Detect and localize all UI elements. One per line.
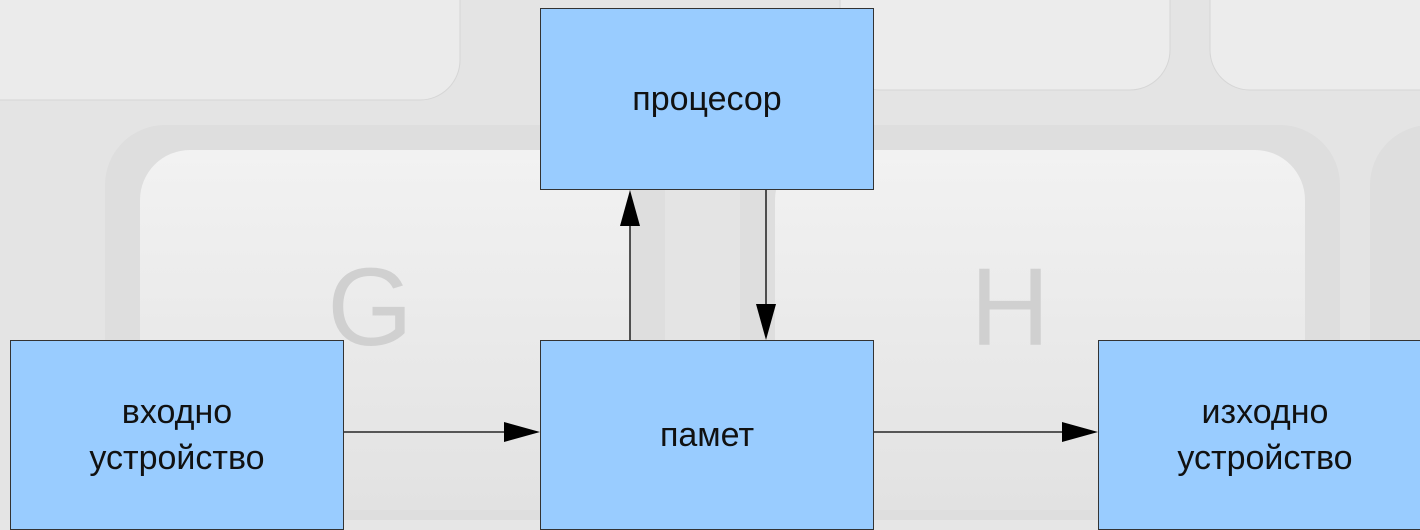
svg-text:H: H (970, 246, 1049, 369)
input-device-label-line-1: входно (121, 393, 233, 431)
processor-node: процесор (540, 8, 874, 190)
arrow-memory-to-output (874, 422, 1098, 442)
processor-label: процесор (632, 80, 782, 118)
output-device-label-line-1: изходно (1201, 393, 1329, 431)
memory-node: памет (540, 340, 874, 530)
keycap-top-left (0, 0, 461, 101)
arrow-input-to-memory (344, 422, 540, 442)
arrow-memory-to-processor (620, 190, 640, 340)
keycap-top-right (1209, 0, 1420, 91)
arrow-processor-to-memory (756, 190, 776, 340)
input-device-node: входно устройство (10, 340, 344, 530)
input-device-label-line-2: устройство (89, 439, 265, 477)
output-device-label-line-2: устройство (1177, 439, 1353, 477)
output-device-node: изходно устройство (1098, 340, 1420, 530)
memory-label: памет (659, 416, 755, 454)
